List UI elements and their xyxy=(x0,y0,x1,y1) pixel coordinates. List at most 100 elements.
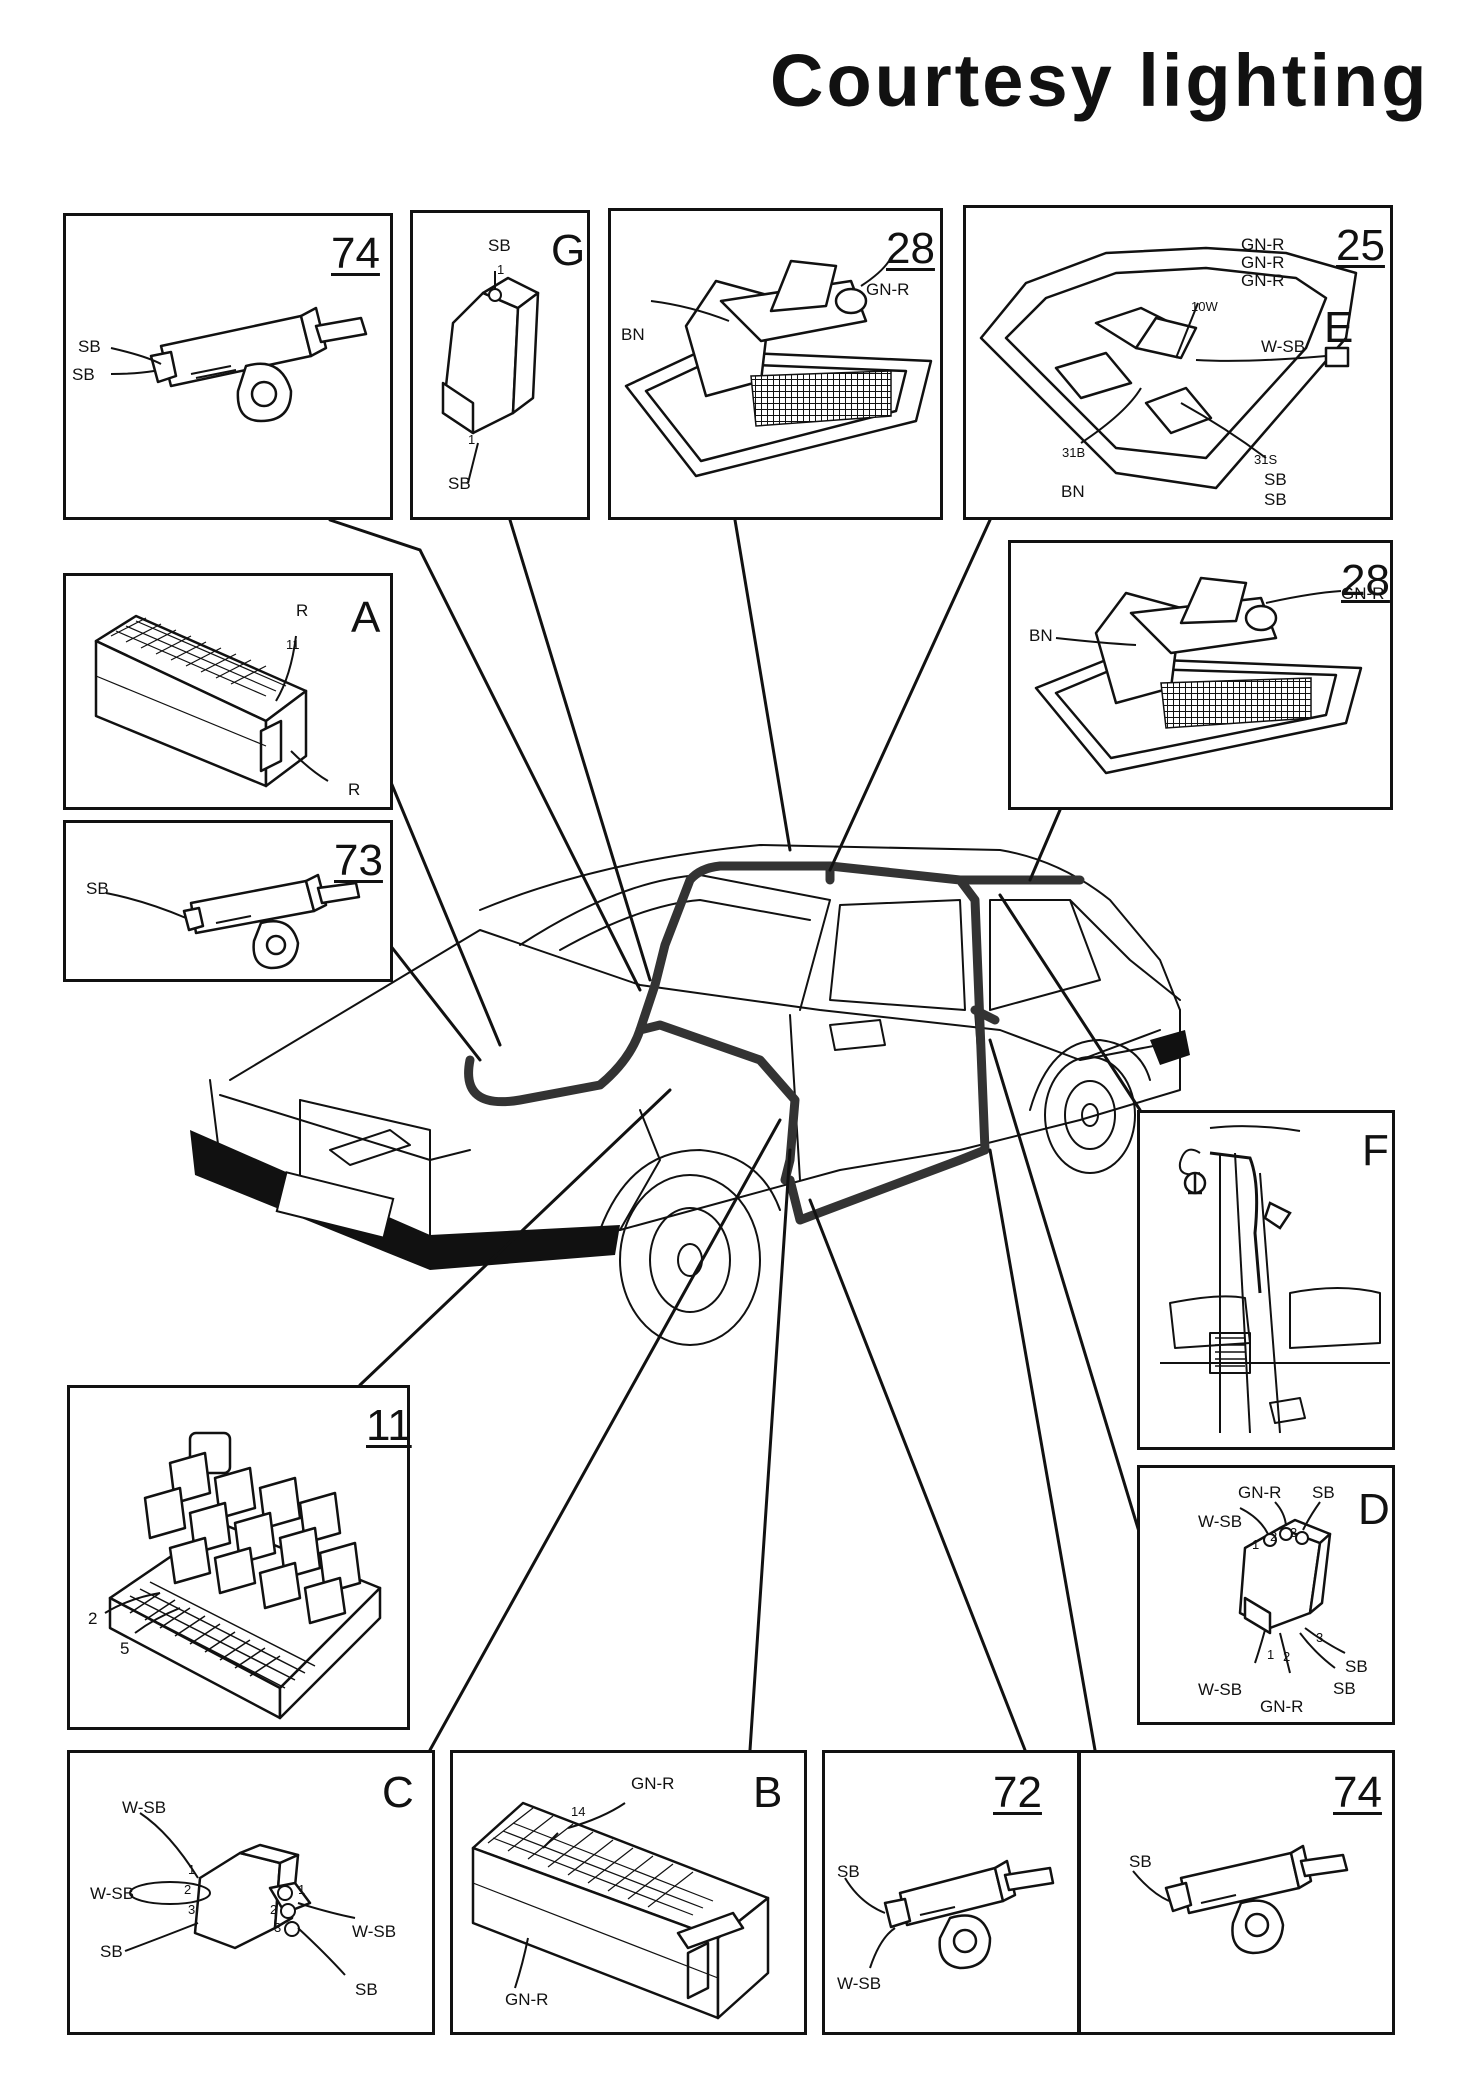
pin-label: 3 xyxy=(1290,1525,1298,1540)
wire-label: W-SB xyxy=(1198,1512,1243,1531)
wattage-label: 10W xyxy=(1191,299,1218,314)
connector-illustration xyxy=(1238,1501,1346,1674)
leader-A xyxy=(388,778,502,1047)
leader-28a xyxy=(733,518,792,852)
side-window-rear xyxy=(989,899,1101,1011)
connector-illustration xyxy=(124,1812,356,1976)
page-title: Courtesy lighting xyxy=(770,39,1430,122)
wire-label: R xyxy=(348,780,361,799)
wire-label: SB xyxy=(100,1942,123,1961)
wire-label: W-SB xyxy=(837,1974,882,1993)
wire-label: GN-R xyxy=(505,1990,549,2009)
front-bumper xyxy=(190,1130,620,1270)
panel-id: 11 xyxy=(366,1401,412,1450)
panel-28-right: 28 GN-R BN xyxy=(1008,540,1393,810)
panel-C: C W-SB W-SB 1 2 3 SB 1 2 3 W-SB SB xyxy=(67,1750,435,2035)
rear-bumper xyxy=(1150,1030,1190,1065)
leader-73 xyxy=(388,943,482,1062)
pin-label: 1 xyxy=(468,432,476,447)
wire-label: W-SB xyxy=(90,1884,135,1903)
pin-label: 2 xyxy=(184,1882,192,1897)
panel-id: F xyxy=(1362,1126,1389,1175)
panel-id: 28 xyxy=(886,224,935,273)
panel-74-bottom: 74 SB xyxy=(1078,1750,1395,2035)
panel-id: A xyxy=(351,593,381,642)
panel-id: 73 xyxy=(334,836,383,885)
panel-id: 72 xyxy=(993,1768,1042,1817)
leader-G xyxy=(508,518,652,982)
lamp-illustration xyxy=(1034,576,1363,775)
pin-label: 3 xyxy=(1316,1630,1324,1645)
wire-label: BN xyxy=(1029,626,1053,645)
leader-25 xyxy=(828,518,992,872)
pin-label: 2 xyxy=(1283,1649,1291,1664)
leader-11 xyxy=(358,1088,672,1387)
panel-28-top: 28 GN-R BN xyxy=(608,208,943,520)
panel-id: C xyxy=(382,1768,414,1817)
lamp-illustration xyxy=(624,259,933,478)
rear-wheel xyxy=(1044,1056,1136,1174)
leader-F xyxy=(998,893,1142,1112)
panel-72: 72 SB W-SB xyxy=(822,1750,1080,2035)
leader-B xyxy=(748,1148,792,1752)
fuse-box-illustration xyxy=(471,1801,770,2020)
fuse-box-illustration xyxy=(94,614,329,788)
wire-label: GN-R xyxy=(631,1774,675,1793)
pin-label: 1 xyxy=(497,262,505,277)
panel-25: 25 E GN-R GN-R GN-R 10W W-SB 31B BN 31S … xyxy=(963,205,1393,520)
leader-74a xyxy=(328,518,642,992)
car-side xyxy=(619,1009,1181,1231)
wire-label: W-SB xyxy=(352,1922,397,1941)
pin-label: 2 xyxy=(1270,1529,1278,1544)
wire-label: R xyxy=(296,601,309,620)
wire-label: SB xyxy=(448,474,471,493)
panel-73: 73 SB xyxy=(63,820,393,982)
wire-label: GN-R xyxy=(1238,1483,1282,1502)
panel-id: 25 xyxy=(1336,221,1385,270)
wire-label: SB xyxy=(1264,470,1287,489)
pin-label: 1 xyxy=(1252,1537,1260,1552)
wire-label: GN-R xyxy=(1241,235,1285,254)
pin-label: 2 xyxy=(88,1609,98,1628)
pin-label: 3 xyxy=(188,1902,196,1917)
pin-label: 1 xyxy=(298,1882,306,1897)
wire-label: SB xyxy=(1333,1679,1356,1698)
connector-illustration xyxy=(441,271,540,484)
wire-label: SB xyxy=(72,365,95,384)
front-wheel xyxy=(619,1174,761,1346)
harness-front xyxy=(464,1020,800,1185)
pin-label: 3 xyxy=(274,1920,282,1935)
panel-D: D GN-R SB W-SB 1 2 3 1 2 3 SB W-SB GN-R … xyxy=(1137,1465,1395,1725)
wire-label: GN-R xyxy=(1241,253,1285,272)
wire-label: SB xyxy=(1129,1852,1152,1871)
switch-illustration xyxy=(110,306,368,423)
panel-sub-id: E xyxy=(1324,303,1354,352)
pin-label: 1 xyxy=(188,1862,196,1877)
terminal-label: 31S xyxy=(1254,452,1278,467)
pin-label: 11 xyxy=(286,637,300,652)
switch-illustration xyxy=(1132,1844,1349,1955)
wire-label: GN-R xyxy=(1260,1697,1304,1716)
switch-illustration xyxy=(844,1859,1055,1970)
leader-28b xyxy=(1028,808,1062,882)
wire-label: GN-R xyxy=(1241,271,1285,290)
wire-label: SB xyxy=(355,1980,378,1999)
panel-id: B xyxy=(753,1768,783,1817)
panel-B: B GN-R 14 GN-R xyxy=(450,1750,807,2035)
side-window-front xyxy=(829,899,966,1011)
wire-label: SB xyxy=(1312,1483,1335,1502)
wire-label: SB xyxy=(837,1862,860,1881)
panel-F: F xyxy=(1137,1110,1395,1450)
wire-label: SB xyxy=(86,879,109,898)
wire-label: GN-R xyxy=(866,280,910,299)
wire-label: SB xyxy=(1345,1657,1368,1676)
panel-id: D xyxy=(1358,1485,1390,1534)
pin-label: 5 xyxy=(120,1639,130,1658)
wire-label: BN xyxy=(1061,482,1085,501)
switch-illustration xyxy=(105,873,361,970)
door-pillar-illustration xyxy=(1160,1125,1390,1434)
pin-label: 2 xyxy=(270,1902,278,1917)
pin-label: 14 xyxy=(571,1804,586,1819)
wire-label: W-SB xyxy=(1261,337,1306,356)
wire-label: SB xyxy=(78,337,101,356)
